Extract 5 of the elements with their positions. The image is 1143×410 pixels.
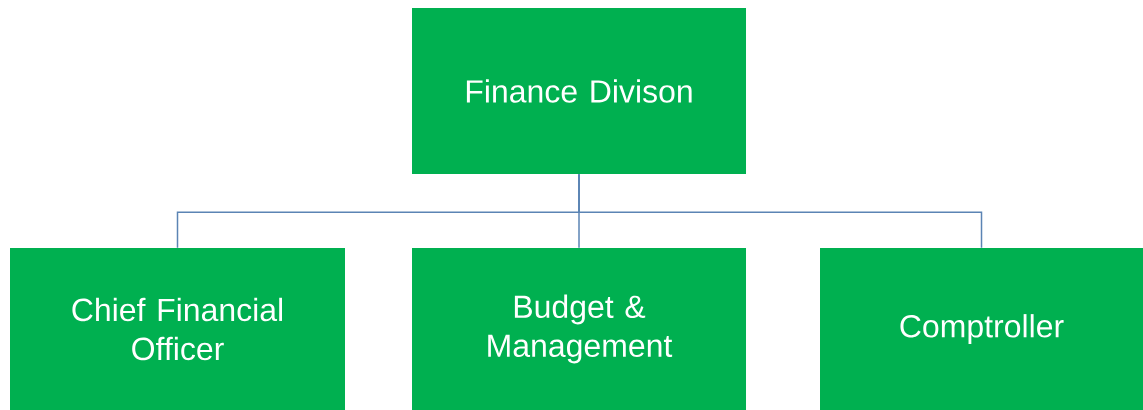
org-box: Finance Divison <box>412 8 746 174</box>
org-box: Budget & Management <box>412 248 746 410</box>
org-box: Chief Financial Officer <box>10 248 345 410</box>
org-box: Comptroller <box>820 248 1143 410</box>
connector-line <box>578 173 983 249</box>
